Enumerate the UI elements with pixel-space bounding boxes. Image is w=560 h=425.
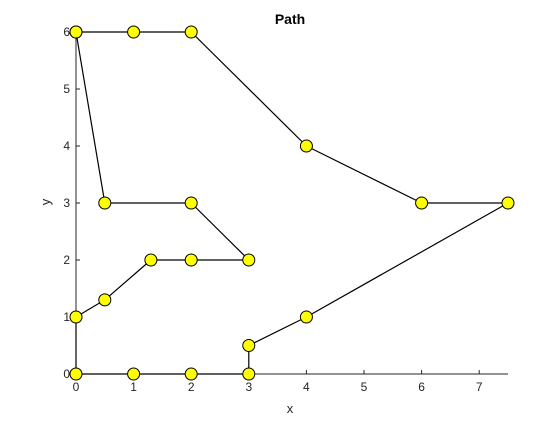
data-point-marker — [69, 367, 83, 381]
data-point-marker — [242, 367, 256, 381]
data-point-marker — [98, 293, 112, 307]
data-point-marker — [127, 25, 141, 39]
data-point-marker — [144, 253, 158, 267]
x-tick-label: 3 — [245, 380, 252, 394]
data-point-marker — [184, 367, 198, 381]
y-tick-label: 1 — [63, 310, 70, 324]
y-tick-label: 6 — [63, 25, 70, 39]
data-point-marker — [184, 196, 198, 210]
data-point-marker — [299, 310, 313, 324]
data-point-marker — [242, 339, 256, 352]
data-point-marker — [127, 367, 141, 381]
y-tick-label: 4 — [63, 139, 70, 153]
x-tick-label: 4 — [303, 380, 310, 394]
x-tick-label: 6 — [418, 380, 425, 394]
data-point-marker — [184, 25, 198, 39]
y-tick-label: 5 — [63, 82, 70, 96]
y-tick-label: 2 — [63, 253, 70, 267]
data-point-marker — [501, 196, 515, 210]
path-line — [75, 31, 509, 375]
y-tick-label: 3 — [63, 196, 70, 210]
series-layer — [75, 31, 509, 375]
data-point-marker — [242, 253, 256, 267]
x-tick-label: 0 — [73, 380, 80, 394]
x-tick-label: 5 — [361, 380, 368, 394]
data-point-marker — [184, 253, 198, 267]
x-tick-label: 2 — [188, 380, 195, 394]
x-axis-label: x — [287, 401, 294, 416]
data-point-marker — [69, 25, 83, 39]
data-point-marker — [415, 196, 429, 210]
marker-layer — [69, 25, 515, 381]
chart-title: Path — [275, 11, 305, 27]
data-point-marker — [299, 139, 313, 153]
axes-layer: 0 1 2 3 4 5 6 7 0 1 2 3 4 5 6 — [63, 25, 508, 394]
x-tick-label: 1 — [130, 380, 137, 394]
y-tick-label: 0 — [63, 367, 70, 381]
data-point-marker — [69, 310, 83, 324]
data-point-marker — [98, 196, 112, 210]
x-tick-label: 7 — [476, 380, 483, 394]
y-axis-label: y — [38, 198, 53, 205]
